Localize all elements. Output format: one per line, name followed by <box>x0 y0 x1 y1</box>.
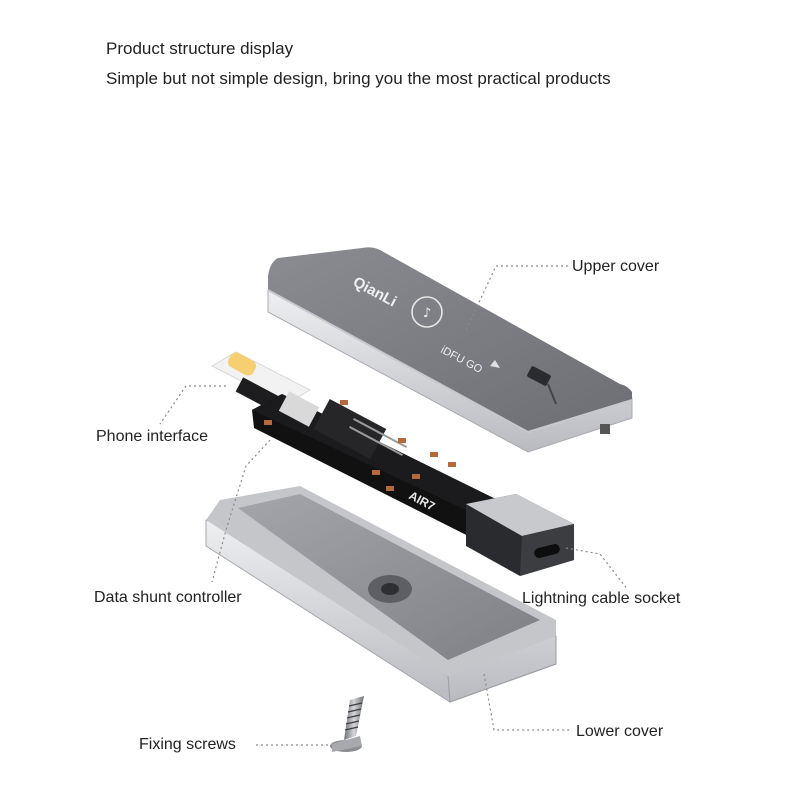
slot <box>527 366 551 386</box>
label-lightning-cable-socket: Lightning cable socket <box>522 590 681 607</box>
notch <box>600 424 610 434</box>
leader-lightning-socket <box>565 547 629 591</box>
chip <box>313 398 387 460</box>
page-subtitle: Simple but not simple design, bring you … <box>106 69 611 88</box>
label-fixing-screws: Fixing screws <box>139 736 236 753</box>
header: Product structure display Simple but not… <box>106 34 611 94</box>
lower-cover <box>205 486 557 703</box>
lightning-socket <box>466 494 574 576</box>
leader-lines <box>159 265 629 746</box>
upper-cover: ♪ QianLi iDFU GO <box>267 247 633 453</box>
label-lower-cover: Lower cover <box>576 723 664 740</box>
music-icon <box>411 296 443 328</box>
label-upper-cover: Upper cover <box>572 258 660 275</box>
leader-phone-interface <box>159 385 226 425</box>
label-phone-interface: Phone interface <box>96 428 209 445</box>
connector-pins <box>278 391 320 427</box>
music-note-glyph: ♪ <box>423 306 431 321</box>
leader-lower-cover <box>483 673 570 731</box>
leader-upper-cover <box>465 265 568 331</box>
pcb-board: AIR7 <box>252 391 522 552</box>
page-title: Product structure display <box>106 39 294 58</box>
label-data-shunt-controller: Data shunt controller <box>94 589 242 606</box>
arrow-icon <box>490 360 500 368</box>
fixing-screw <box>330 696 364 752</box>
